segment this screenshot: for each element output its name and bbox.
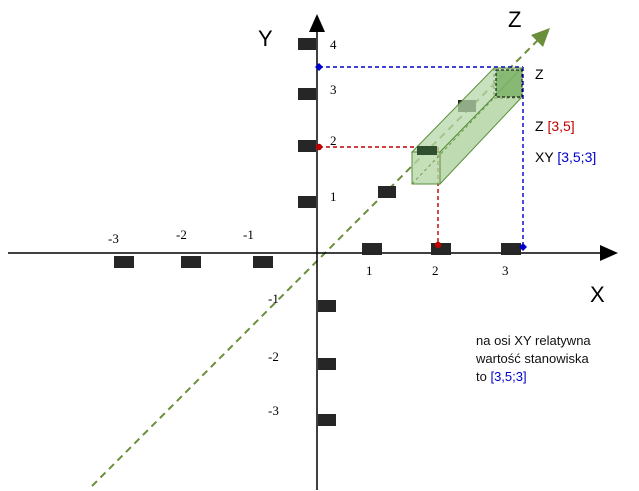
y-axis: [309, 14, 325, 490]
note-line-3-prefix: to: [476, 369, 487, 384]
x-axis-arrowhead: [600, 245, 618, 261]
x-axis-label: X: [590, 282, 605, 307]
x-tick-mark: [362, 243, 382, 255]
y-tick-mark: [318, 300, 336, 312]
x-tick-mark: [501, 243, 521, 255]
note-line-3-value: [3,5;3]: [490, 369, 527, 384]
x-tick-mark: [181, 256, 201, 268]
point-xy-value: XY [3,5;3]: [535, 149, 596, 165]
y-axis-label: Y: [258, 26, 273, 51]
blue-point-x: [519, 243, 527, 251]
y-tick-label: -3: [268, 403, 279, 418]
y-tick-mark: [298, 196, 316, 208]
z-axis-arrowhead: [531, 28, 550, 47]
x-tick-label: 1: [366, 263, 373, 278]
note-line-2: wartość stanowiska: [476, 351, 589, 366]
x-tick-mark: [114, 256, 134, 268]
x-tick-label: -3: [108, 231, 119, 246]
prism-end-cap: [495, 69, 523, 98]
blue-guide-lines: [315, 63, 527, 251]
z-axis-label: Z: [508, 7, 521, 32]
x-tick-label: -2: [176, 227, 187, 242]
note-line-1: na osi XY relatywna: [476, 333, 591, 348]
red-point-y: [315, 143, 323, 151]
y-tick-label: 2: [330, 133, 337, 148]
x-tick-mark: [253, 256, 273, 268]
z-tick-mark: [378, 186, 396, 198]
y-tick-mark: [318, 358, 336, 370]
y-tick-marks: [298, 38, 336, 426]
note-line-3: to [3,5;3]: [476, 368, 639, 386]
y-tick-mark: [298, 38, 316, 50]
red-point-x: [434, 241, 442, 249]
point-z-label: Z: [535, 66, 544, 82]
y-tick-mark: [318, 414, 336, 426]
z-axis: [91, 28, 550, 487]
y-tick-mark: [298, 140, 316, 152]
point-z-range: Z [3,5]: [535, 118, 575, 134]
y-axis-arrowhead: [309, 14, 325, 32]
x-tick-label: 3: [502, 263, 509, 278]
y-tick-label: -2: [268, 349, 279, 364]
prism-start-block: [417, 146, 437, 155]
blue-point-y: [315, 63, 323, 71]
y-tick-label: 3: [330, 82, 337, 97]
x-tick-marks: [114, 243, 521, 268]
y-tick-mark: [298, 88, 316, 100]
x-tick-label: -1: [243, 227, 254, 242]
y-tick-label: -1: [268, 291, 279, 306]
explanation-note: na osi XY relatywna wartość stanowiska t…: [476, 332, 639, 386]
y-tick-label: 1: [330, 189, 337, 204]
y-tick-label: 4: [330, 37, 337, 52]
x-tick-label: 2: [432, 263, 439, 278]
z-range-prism: [410, 66, 524, 186]
